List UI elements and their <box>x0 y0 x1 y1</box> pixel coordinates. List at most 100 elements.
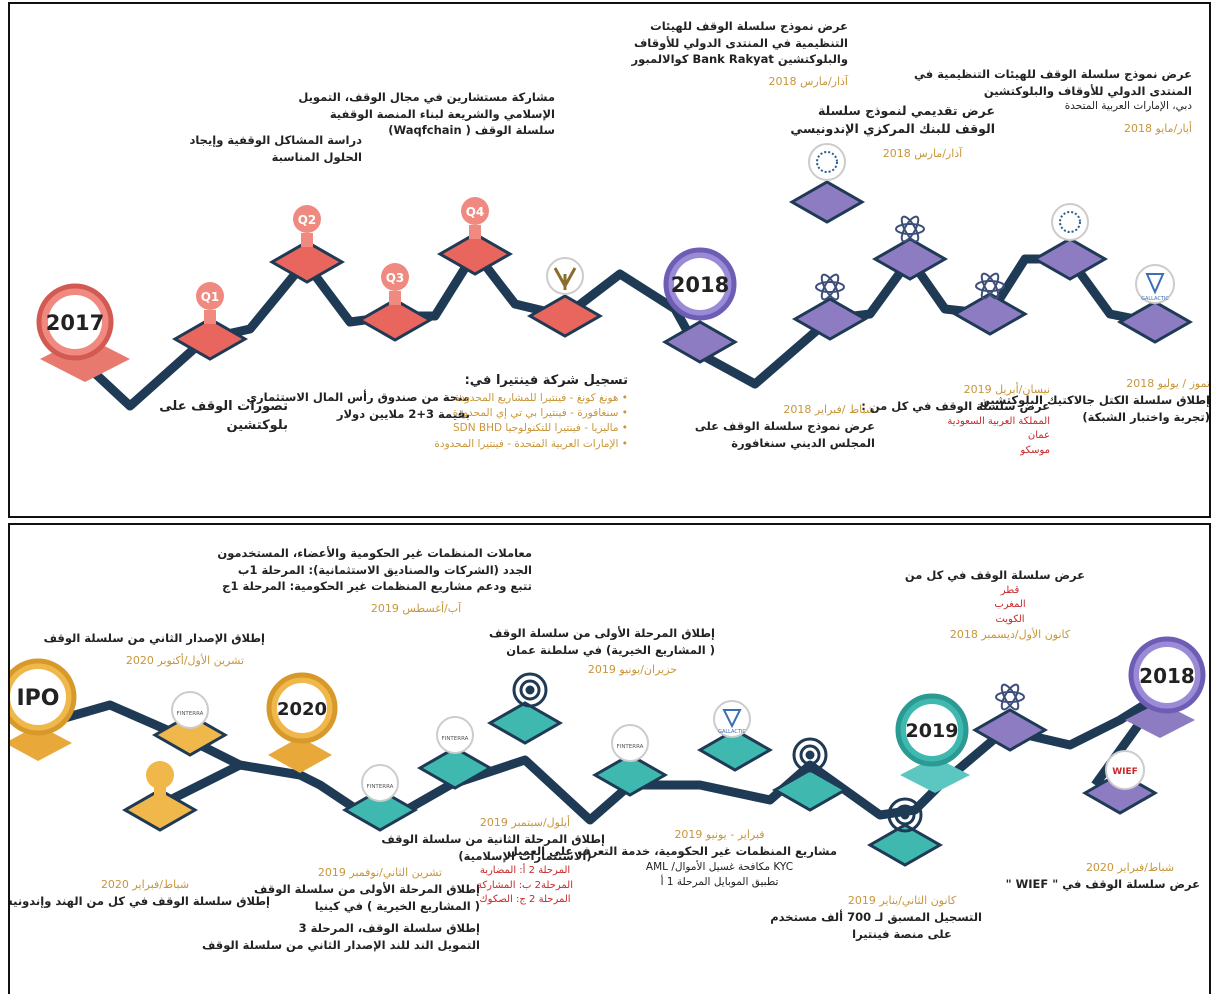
q3-label: Q3 <box>386 271 405 285</box>
feb2018-description: شباط /فبراير 2018 عرض نموذج سلسلة الوقف … <box>694 402 875 451</box>
lightbulb-icon <box>381 263 409 291</box>
aug2019-description: معاملات المنظمات غير الحكومية والأعضاء، … <box>217 545 532 617</box>
indonesia-line: الوقف للبنك المركزي الإندونيسي <box>790 121 995 137</box>
sep2019-phase: المرحلة 2 ج: الصكوك <box>479 894 571 906</box>
wief-logo-text: WIEF <box>1112 767 1138 777</box>
july2018-line: (تجربة واختبار الشبكة) <box>1082 409 1210 424</box>
feb2020-line: إطلاق سلسلة الوقف في كل من الهند وإندوني… <box>10 893 270 908</box>
march-bankrakyat-node <box>788 143 866 224</box>
atom-icon <box>975 272 1005 300</box>
forum-logo-icon <box>1059 211 1081 233</box>
galactic-logo-text: GALLACTIC <box>1141 296 1169 302</box>
q2-description: دراسة المشاكل الوقفية وإيجاد الحلول المن… <box>189 132 362 165</box>
timeline-graphic-bottom: IPO FINTERRA 2020 FINTERRA <box>10 636 1206 867</box>
aug2019-line: تتبع ودعم مشاريع المنظمات غير الحكومية: … <box>222 579 532 594</box>
sep2019-date: أيلول/سبتمبر 2019 <box>479 816 571 829</box>
dec2018-node <box>971 683 1049 752</box>
jan2019-node <box>866 797 944 867</box>
dec2018-date: كانون الأول/ديسمبر 2018 <box>949 628 1071 642</box>
q1-description: تصورات الوقف على بلوكتشين <box>159 399 288 433</box>
wief2020-date: شباط/فبراير 2020 <box>1085 861 1175 874</box>
jun2019-node <box>486 672 564 745</box>
galactic-logo-icon <box>722 709 742 729</box>
jun2019-date: حزيران/يونيو 2019 <box>587 663 678 677</box>
feb2018-line: المجلس الديني سنغافورة <box>731 435 875 450</box>
jan2019-description: كانون الثاني/يناير 2019 التسجيل المسبق ل… <box>770 893 982 942</box>
finterra-logo-text: FINTERRA <box>177 711 204 717</box>
feb-may2019-node <box>771 737 849 812</box>
jun2019-description: إطلاق المرحلة الأولى من سلسلة الوقف ( ال… <box>489 625 715 678</box>
feb-may2019-description: فبراير - يونيو 2019 مشاريع المنظمات غير … <box>507 827 837 890</box>
feb2018-date: شباط /فبراير 2018 <box>783 403 875 416</box>
q4-node: Q4 <box>436 197 514 276</box>
feb-may2019-line: KYC مكافحة غسيل الأموال/ AML <box>645 860 794 873</box>
nov2019-description: تشرين الثاني/نوفمبر 2019 إطلاق المرحلة ا… <box>202 865 480 954</box>
registration-title: تسجيل شركة فينتيرا في: <box>464 373 628 388</box>
q1-label: Q1 <box>201 290 220 304</box>
lightbulb-icon <box>196 282 224 310</box>
bankrakyat-date: آذار/مارس 2018 <box>768 75 848 89</box>
galactic-logo-icon <box>1145 273 1165 295</box>
bankrakyat-line: التنظيمية في المنتدى الدولي للأوقاف <box>633 35 848 50</box>
may-dubai-description: عرض نموذج سلسلة الوقف للهيئات التنظيمية … <box>914 66 1192 137</box>
feb2018-node <box>791 273 869 341</box>
ipo-marker: IPO <box>10 658 77 761</box>
target-icon <box>512 672 548 708</box>
april2018-title: عرض سلسلة الوقف في كل من : <box>861 398 1050 413</box>
dec2018-place: قطر <box>1000 584 1020 596</box>
oct2020-line: إطلاق الإصدار الثاني من سلسلة الوقف <box>43 631 265 645</box>
dec2018-place: المغرب <box>994 599 1026 611</box>
sep2019-node: FINTERRA <box>416 716 494 790</box>
april2018-place: موسكو <box>1020 444 1050 456</box>
aug2019-node: FINTERRA <box>591 724 669 797</box>
july2018-line: إطلاق سلسلة الكتل جالاكتيك البلوكتشين <box>979 392 1210 407</box>
atom-icon <box>815 273 845 301</box>
ipo-label: IPO <box>16 686 59 711</box>
q3-node: Q3 <box>356 263 434 342</box>
q4-line: سلسلة الوقف ( Waqfchain) <box>388 123 555 138</box>
sep2019-phase: المرحلة2 ب: المشاركة <box>476 879 574 891</box>
april2018-date: نيسان/أبريل 2019 <box>963 383 1050 396</box>
dec2018-description: عرض سلسلة الوقف في كل من قطر المغرب الكو… <box>904 567 1085 643</box>
year-2018-marker: 2018 <box>661 247 739 364</box>
oct2020-node: FINTERRA <box>151 691 229 757</box>
timeline-graphic-top: 2017 Q1 Q2 Q3 Q4 <box>36 143 1194 411</box>
feb2020-bulb-node <box>121 761 199 832</box>
q4-line: مشاركة مستشارين في مجال الوقف، التمويل <box>298 90 555 104</box>
q3-description: منحة من صندوق رأس المال الاستثماري بقيمة… <box>246 389 470 422</box>
year-2018-label: 2018 <box>1139 664 1195 688</box>
dubai-line: دبي، الإمارات العربية المتحدة <box>1064 100 1192 113</box>
finterra-logo-text: FINTERRA <box>617 744 644 750</box>
jan2019-line: التسجيل المسبق لـ 700 ألف مستخدم <box>770 909 982 924</box>
jan2019-date: كانون الثاني/يناير 2019 <box>847 894 957 907</box>
july2018-node: GALLACTIC <box>1116 264 1194 344</box>
bankrakyat-line: عرض نموذج سلسلة الوقف للهيئات <box>650 19 848 33</box>
timeline-panel-2018-2020: IPO FINTERRA 2020 FINTERRA <box>8 523 1211 994</box>
timeline-path <box>167 760 243 805</box>
july2018-date: تموز / يوليو 2018 <box>1126 377 1210 390</box>
jan2019-line: على منصة فينتيرا <box>852 926 952 941</box>
lightbulb-icon <box>146 761 174 789</box>
dec2018-title: عرض سلسلة الوقف في كل من <box>904 568 1085 582</box>
lightbulb-icon <box>461 197 489 225</box>
feb2018-line: عرض نموذج سلسلة الوقف على <box>694 418 875 433</box>
sep2019-line: (الاستثمارات الإسلامية) <box>458 848 592 863</box>
year-2017-label: 2017 <box>46 311 104 335</box>
atom-icon <box>895 215 925 243</box>
galactic-logo-text: GALLACTIC <box>718 729 746 735</box>
indonesia-date: آذار/مارس 2018 <box>882 147 963 161</box>
galactic-node: GALLACTIC <box>696 700 774 772</box>
finterra-logo-text: FINTERRA <box>367 784 394 790</box>
feb2020-date: شباط/فبراير 2020 <box>100 878 190 891</box>
march-indonesia-description: عرض تقديمي لنموذج سلسلة الوقف للبنك المر… <box>790 102 995 162</box>
lightbulb-icon <box>293 205 321 233</box>
april2018-place: المملكة العربية السعودية <box>947 415 1050 427</box>
oct2020-description: إطلاق الإصدار الثاني من سلسلة الوقف تشري… <box>43 630 265 669</box>
registration-item: • الإمارات العربية المتحدة - فينتيرا الم… <box>434 437 628 450</box>
q2-line: دراسة المشاكل الوقفية وإيجاد <box>189 133 362 147</box>
forum-logo-icon <box>816 151 838 173</box>
wief2020-description: شباط/فبراير 2020 عرض سلسلة الوقف في " WI… <box>1006 860 1200 893</box>
finterra-icon <box>553 267 577 290</box>
feb-may2019-line: مشاريع المنظمات غير الحكومية، خدمة التعر… <box>507 843 837 858</box>
sep2019-line: إطلاق المرحلة الثانية من سلسلة الوقف <box>381 831 605 846</box>
